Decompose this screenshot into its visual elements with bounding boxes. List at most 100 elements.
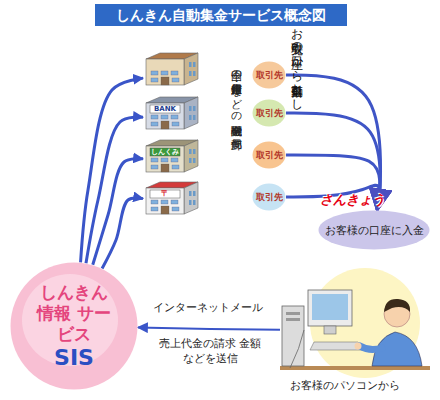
building-window bbox=[151, 115, 158, 119]
building-door bbox=[161, 77, 169, 85]
building-side bbox=[184, 53, 198, 85]
building-window bbox=[161, 115, 168, 119]
building-front bbox=[146, 146, 184, 172]
building-side-window bbox=[189, 62, 192, 67]
shape-fill bbox=[253, 184, 286, 211]
building-window bbox=[171, 115, 178, 119]
building-icon: しんくみ bbox=[143, 135, 201, 173]
building-side-window bbox=[193, 62, 196, 67]
shape-fill bbox=[253, 142, 286, 169]
building-side-window bbox=[193, 71, 196, 76]
building-icon: BANK bbox=[143, 92, 201, 130]
desk bbox=[280, 366, 430, 370]
edge-label: インターネットメール bbox=[146, 300, 270, 315]
building-door bbox=[161, 164, 169, 172]
building-front bbox=[146, 188, 184, 214]
shape-fill bbox=[319, 211, 430, 250]
pc-drive bbox=[286, 318, 300, 321]
computer-illustration: お客様のパソコンから bbox=[280, 268, 430, 393]
building-sign bbox=[150, 105, 180, 113]
building-sign bbox=[150, 190, 180, 198]
building-side-window bbox=[189, 191, 192, 196]
node-text: 取引先 bbox=[256, 69, 283, 82]
connector-arrow bbox=[81, 78, 143, 262]
note-label: 売上代金の請求 金額などを送信 bbox=[158, 336, 262, 366]
building-window bbox=[171, 200, 178, 204]
node-text: 取引先 bbox=[256, 149, 283, 162]
building-window bbox=[151, 78, 158, 82]
building-window bbox=[151, 71, 158, 75]
shape-fill bbox=[11, 263, 138, 390]
building-side-window bbox=[189, 200, 192, 205]
building-side-window bbox=[193, 158, 196, 163]
building-side-window bbox=[193, 115, 196, 120]
building-window bbox=[151, 158, 158, 162]
node-text: 取引先 bbox=[256, 107, 283, 120]
node-outline bbox=[143, 48, 201, 86]
node-text: お客様のパソコンから bbox=[280, 378, 410, 393]
building-window bbox=[161, 158, 168, 162]
monitor bbox=[308, 290, 352, 326]
building-front bbox=[146, 59, 184, 85]
building-window bbox=[172, 165, 179, 169]
node-text: 取引先 bbox=[256, 191, 283, 204]
building-window bbox=[172, 207, 179, 211]
pc-cable bbox=[290, 330, 304, 368]
deposit-ellipse: さんきょうお客様の口座に入金 bbox=[318, 210, 430, 250]
node-outline bbox=[143, 177, 201, 215]
building-side-window bbox=[193, 106, 196, 111]
person-hand bbox=[355, 343, 362, 350]
node-text: BANK bbox=[150, 105, 180, 113]
node-text: SIS bbox=[54, 345, 94, 371]
client-badge: 取引先 bbox=[252, 141, 286, 169]
building-front bbox=[146, 103, 184, 129]
building-window bbox=[151, 122, 158, 126]
building-window bbox=[161, 200, 168, 204]
node-text: お客様の口座に入金 bbox=[325, 223, 424, 238]
building-window bbox=[161, 71, 168, 75]
service-circle: しんきん 情報 サービスSIS bbox=[10, 262, 138, 390]
building-window bbox=[172, 78, 179, 82]
building-window bbox=[171, 71, 178, 75]
client-badge: 取引先 bbox=[252, 99, 286, 127]
building-window bbox=[151, 207, 158, 211]
diagram-title: しんきん自動集金サービス概念図 bbox=[95, 4, 347, 26]
building-side bbox=[184, 140, 198, 172]
building-side bbox=[184, 182, 198, 214]
building-sign bbox=[150, 148, 180, 156]
shape-fill bbox=[253, 100, 286, 127]
building-window bbox=[171, 158, 178, 162]
person-hair bbox=[384, 299, 410, 312]
monitor-screen bbox=[312, 294, 348, 320]
building-side-window bbox=[193, 200, 196, 205]
building-side-window bbox=[189, 106, 192, 111]
building-window bbox=[172, 122, 179, 126]
node-text: しんきん 情報 サービス bbox=[29, 282, 119, 345]
note-label: お取引先の口座から自動引落とし bbox=[287, 20, 305, 206]
building-side-window bbox=[189, 158, 192, 163]
node-outline bbox=[280, 268, 430, 393]
building-window bbox=[151, 165, 158, 169]
building-icon: 〒 bbox=[143, 177, 201, 215]
connector-arrow bbox=[138, 327, 280, 329]
building-side-window bbox=[193, 191, 196, 196]
building-door bbox=[161, 121, 169, 129]
building-side-window bbox=[193, 149, 196, 154]
node-text: さんきょう bbox=[320, 191, 385, 209]
connector-arrow bbox=[102, 198, 143, 268]
building-side-window bbox=[189, 149, 192, 154]
building-door bbox=[161, 206, 169, 214]
person-arm bbox=[360, 346, 382, 350]
client-badge: 取引先 bbox=[252, 183, 286, 211]
building-icon bbox=[143, 48, 201, 86]
building-side-window bbox=[189, 71, 192, 76]
monitor-stand bbox=[324, 326, 336, 334]
building-window bbox=[151, 200, 158, 204]
note-label: 全国の銀行・信用金庫 などの金融機関や郵便局 bbox=[212, 62, 244, 186]
keyboard bbox=[310, 342, 364, 350]
building-side-window bbox=[189, 115, 192, 120]
node-text: しんくみ bbox=[150, 148, 180, 156]
pc-tower bbox=[282, 306, 304, 366]
connector-arrow bbox=[93, 159, 143, 265]
